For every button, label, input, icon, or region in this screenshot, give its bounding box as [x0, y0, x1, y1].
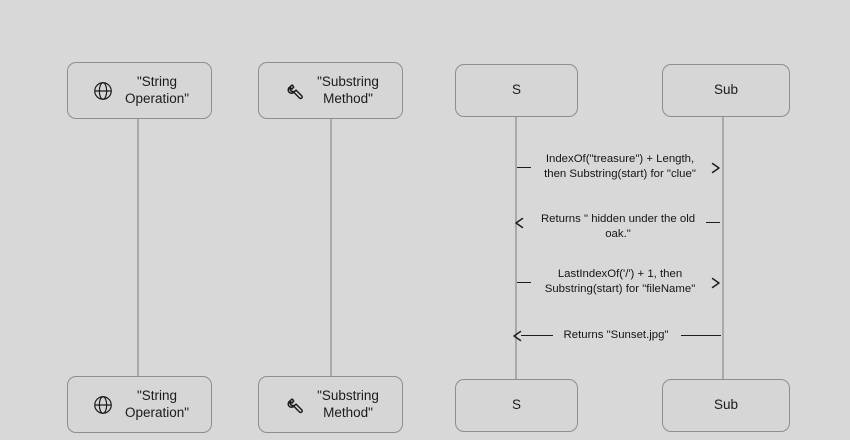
- message-3-line-left: [517, 282, 531, 284]
- message-2-label: Returns " hidden under the old oak.": [540, 213, 696, 240]
- message-1-arrowhead-right: [709, 162, 720, 174]
- participant-label-substring-method-bottom: "Substring Method": [317, 388, 379, 420]
- participant-box-string-operation-top[interactable]: "String Operation": [67, 62, 212, 119]
- participant-label-sub-bottom: Sub: [713, 397, 739, 413]
- participant-box-s-bottom[interactable]: S: [455, 379, 578, 432]
- globe-icon: [90, 392, 116, 418]
- participant-label-substring-method-top: "Substring Method": [317, 74, 379, 106]
- message-3-label: LastIndexOf('/') + 1, then Substring(sta…: [544, 268, 696, 295]
- participant-label-sub-top: Sub: [713, 82, 739, 98]
- lifeline-sub: [722, 117, 724, 379]
- message-4-arrowhead-left: [512, 330, 523, 342]
- participant-box-sub-top[interactable]: Sub: [662, 64, 790, 117]
- message-1-label: IndexOf("treasure") + Length, then Subst…: [544, 153, 696, 180]
- message-3-arrowhead-right: [709, 277, 720, 289]
- participant-box-substring-method-top[interactable]: "Substring Method": [258, 62, 403, 119]
- participant-label-s-top: S: [511, 82, 521, 98]
- participant-box-s-top[interactable]: S: [455, 64, 578, 117]
- message-4-line-left: [521, 335, 553, 337]
- message-4-label: Returns "Sunset.jpg": [563, 329, 669, 341]
- wrench-icon: [282, 392, 308, 418]
- wrench-icon: [282, 78, 308, 104]
- participant-box-string-operation-bottom[interactable]: "String Operation": [67, 376, 212, 433]
- participant-box-substring-method-bottom[interactable]: "Substring Method": [258, 376, 403, 433]
- lifeline-s: [515, 117, 517, 379]
- lifeline-substring-method: [330, 119, 332, 379]
- message-2-line-right: [706, 222, 720, 224]
- globe-icon: [90, 78, 116, 104]
- message-2-arrowhead-left: [514, 217, 525, 229]
- message-1-line-left: [517, 167, 531, 169]
- participant-label-s-bottom: S: [511, 397, 521, 413]
- participant-label-string-operation-bottom: "String Operation": [124, 388, 190, 420]
- lifeline-string-operation: [137, 119, 139, 379]
- participant-box-sub-bottom[interactable]: Sub: [662, 379, 790, 432]
- message-4-line-right: [681, 335, 721, 337]
- participant-label-string-operation-top: "String Operation": [124, 74, 190, 106]
